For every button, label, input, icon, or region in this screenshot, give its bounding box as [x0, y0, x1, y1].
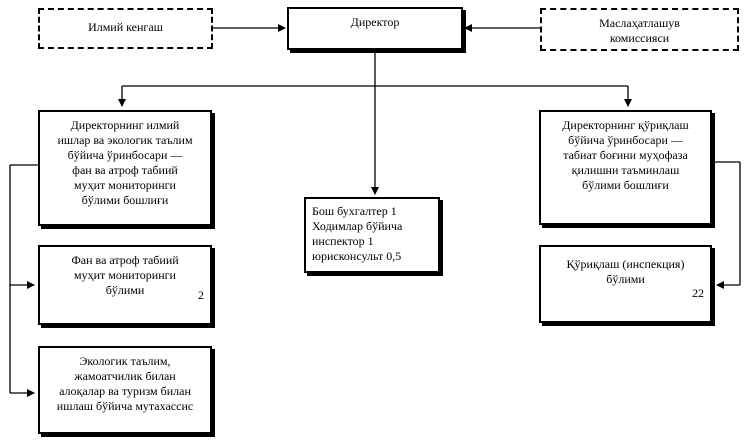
inspection-department-label: Қўриқлаш (инспекция) бўлими [566, 257, 685, 286]
deputy-protection-box: Директорнинг қўриқлаш бўйича ўринбосари … [539, 110, 712, 225]
academic-council-box: Илмий кенгаш [38, 8, 213, 49]
science-department-count: 2 [198, 288, 204, 302]
staff-unit-box: Бош бухгалтер 1 Ходимлар бўйича инспекто… [304, 197, 440, 273]
deputy-science-label: Директорнинг илмий ишлар ва экологик таъ… [57, 118, 193, 207]
deputy-protection-label: Директорнинг қўриқлаш бўйича ўринбосари … [562, 118, 689, 192]
director-box: Директор [287, 7, 463, 50]
advisory-commission-box: Маслаҳатлашув комиссияси [540, 8, 739, 51]
science-department-label: Фан ва атроф табиий муҳит мониторинги бў… [71, 253, 179, 297]
science-department-box: Фан ва атроф табиий муҳит мониторинги бў… [38, 245, 212, 325]
deputy-science-box: Директорнинг илмий ишлар ва экологик таъ… [38, 110, 212, 226]
eco-education-specialist-box: Экологик таълим, жамоатчилик билан алоқа… [38, 346, 212, 434]
director-label: Директор [350, 15, 400, 29]
staff-unit-label: Бош бухгалтер 1 Ходимлар бўйича инспекто… [312, 204, 403, 263]
inspection-department-box: Қўриқлаш (инспекция) бўлими 22 [539, 245, 712, 323]
advisory-commission-label: Маслаҳатлашув комиссияси [599, 16, 680, 45]
academic-council-label: Илмий кенгаш [88, 20, 163, 34]
inspection-department-count: 22 [692, 286, 704, 300]
eco-education-specialist-label: Экологик таълим, жамоатчилик билан алоқа… [56, 354, 194, 413]
